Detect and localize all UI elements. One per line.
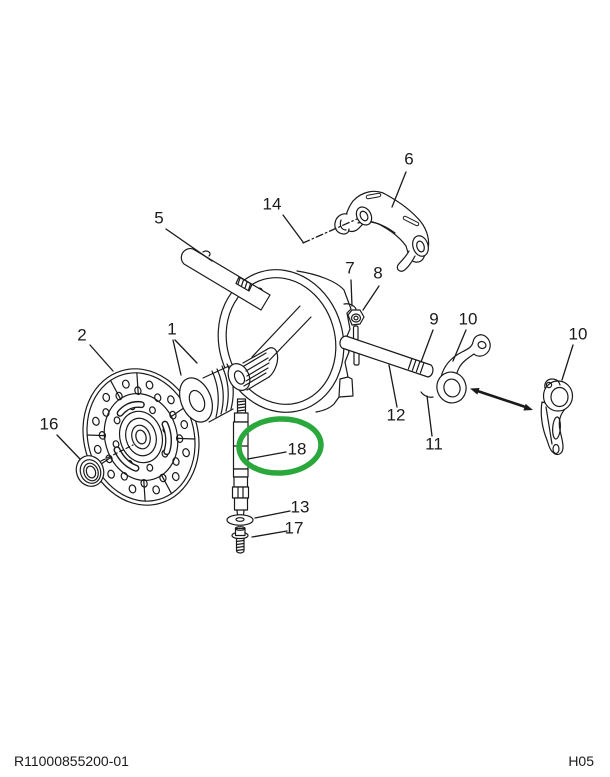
callout-18: 18 xyxy=(287,439,307,459)
clutch-housing xyxy=(217,269,357,413)
pilot-ring xyxy=(75,444,134,487)
callout-10-alt: 10 xyxy=(568,324,588,344)
callout-5: 5 xyxy=(154,208,164,228)
callout-6: 6 xyxy=(404,149,414,169)
callout-9: 9 xyxy=(429,309,439,329)
washer xyxy=(226,514,254,526)
splined-hub xyxy=(227,347,279,391)
highlight-ellipse xyxy=(236,416,324,476)
callout-16: 16 xyxy=(39,414,59,434)
callout-2: 2 xyxy=(77,325,87,345)
bolt xyxy=(231,526,249,554)
release-fork xyxy=(334,190,430,272)
release-bearing xyxy=(179,363,234,423)
clutch-disc xyxy=(82,368,200,506)
input-shaft xyxy=(180,248,271,311)
callout-8: 8 xyxy=(373,263,383,283)
callout-13: 13 xyxy=(290,497,310,517)
leader-lines xyxy=(56,171,574,538)
page-code: H05 xyxy=(568,753,594,769)
callout-14: 14 xyxy=(262,194,282,214)
callout-10: 10 xyxy=(458,309,478,329)
nut xyxy=(347,309,365,366)
double-arrow xyxy=(470,388,533,411)
callout-17: 17 xyxy=(284,518,304,538)
lever-arm-alt xyxy=(540,378,574,456)
callout-7: 7 xyxy=(345,258,355,278)
cross-shaft xyxy=(339,335,434,378)
callout-12: 12 xyxy=(386,405,406,425)
document-number: R11000855200-01 xyxy=(14,753,129,769)
callout-11: 11 xyxy=(425,434,443,454)
callout-1: 1 xyxy=(167,319,177,339)
lever-arm xyxy=(420,334,491,404)
